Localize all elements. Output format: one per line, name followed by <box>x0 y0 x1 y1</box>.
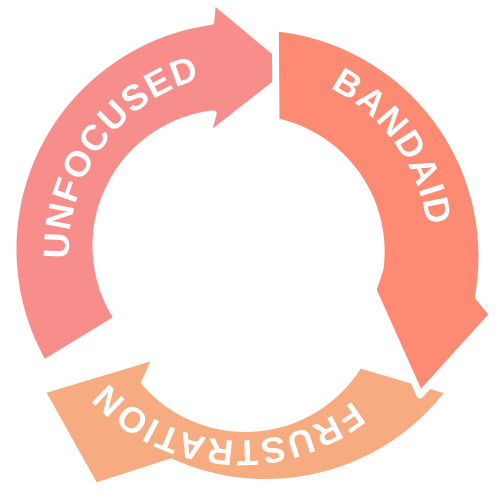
arrow-bandaid: BANDAID <box>271 24 497 399</box>
arrow-frustration: FRUSTRATION <box>37 352 454 490</box>
arrow-unfocused: UNFOCUSED <box>9 0 299 368</box>
arrow-bandaid-shape <box>271 24 497 399</box>
arrow-frustration-shape <box>37 352 454 490</box>
arrow-unfocused-shape <box>9 0 299 368</box>
